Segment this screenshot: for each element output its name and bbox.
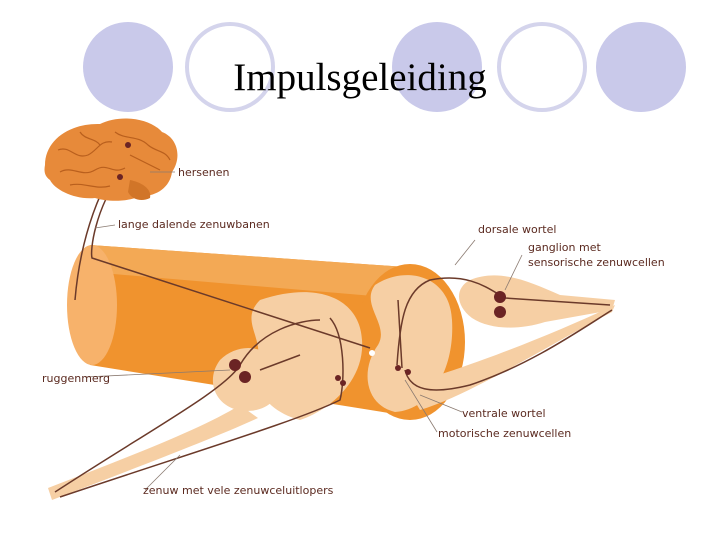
neuron-cells: [229, 291, 506, 386]
spinal-nerve: [48, 405, 258, 500]
label-ganglion-line1: ganglion met: [528, 241, 601, 254]
decor-circle-5: [596, 22, 686, 112]
label-ventral-root: ventrale wortel: [462, 407, 546, 420]
label-motor-cells: motorische zenuwcellen: [438, 427, 571, 440]
leader-lines: [84, 171, 523, 491]
grey-matter: [212, 275, 615, 420]
label-spinal-cord: ruggenmerg: [42, 372, 110, 385]
decor-circle-1: [83, 22, 173, 112]
decor-circle-4: [497, 22, 587, 112]
decor-circle-2: [185, 22, 275, 112]
label-ganglion-line2: sensorische zenuwcellen: [528, 256, 665, 269]
spinal-cord-diagram: hersenen lange dalende zenuwbanen dorsal…: [42, 118, 665, 500]
brain: [44, 118, 178, 201]
label-nerve: zenuw met vele zenuwceluitlopers: [143, 484, 334, 497]
label-brain: hersenen: [178, 166, 229, 179]
slide-title: Impulsgeleiding: [233, 56, 487, 99]
label-dorsal-root: dorsale wortel: [478, 223, 556, 236]
label-descending-tracts: lange dalende zenuwbanen: [118, 218, 270, 231]
decor-circle-3: [392, 22, 482, 112]
